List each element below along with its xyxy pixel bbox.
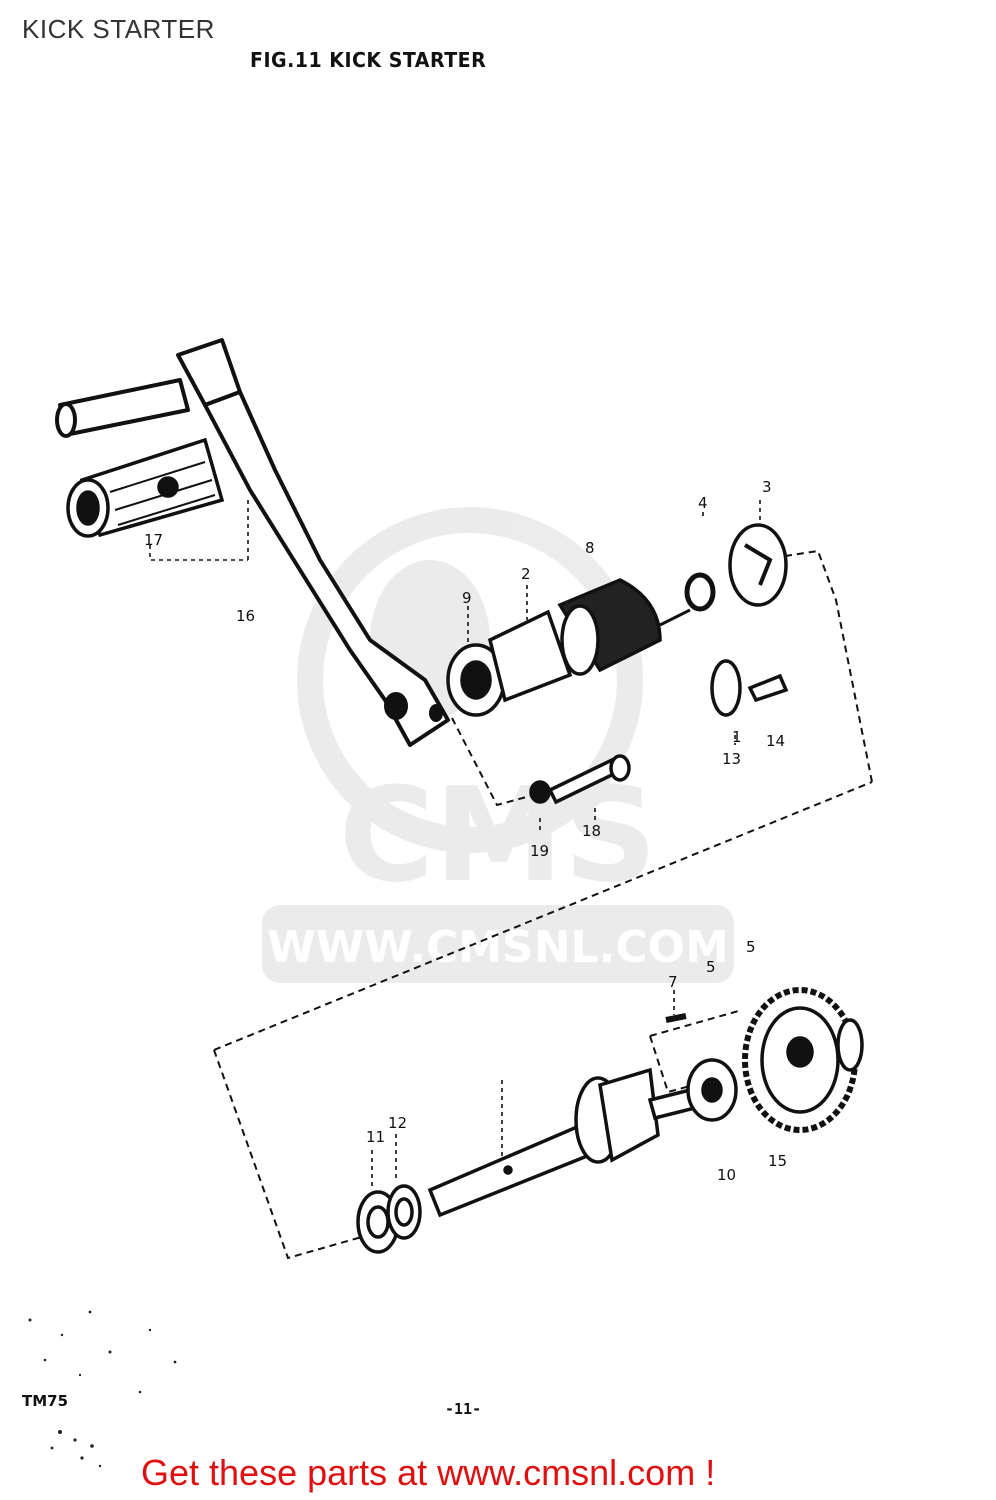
kick-gear-assembly xyxy=(665,987,864,1133)
kick-starter-lever xyxy=(55,338,450,747)
callout-9: 9 xyxy=(462,589,472,607)
stopper-parts xyxy=(684,523,789,717)
watermark-url-text: WWW.CMSNL.COM xyxy=(267,922,729,973)
callout-7: 7 xyxy=(668,973,678,991)
kick-starter-shaft xyxy=(356,1067,698,1254)
page-number: -11- xyxy=(445,1400,482,1418)
figure-title: FIG.11 KICK STARTER xyxy=(250,48,487,72)
callout-19: 19 xyxy=(530,842,549,860)
cms-watermark: CMS WWW.CMSNL.COM xyxy=(262,507,734,983)
callout-16: 16 xyxy=(236,607,255,625)
callout-5-lower: 5 xyxy=(706,958,716,976)
callout-12: 12 xyxy=(388,1114,407,1132)
callout-11: 11 xyxy=(366,1128,385,1146)
callout-17: 17 xyxy=(144,531,163,549)
assembly-outline xyxy=(213,549,873,1260)
callout-18: 18 xyxy=(582,822,601,840)
scan-noise xyxy=(28,1310,177,1468)
callout-10: 10 xyxy=(717,1166,736,1184)
callout-14: 14 xyxy=(766,732,785,750)
callout-2: 2 xyxy=(521,565,531,583)
callout-labels: 3 4 8 2 9 17 16 1 14 13 18 19 5 5 7 11 1… xyxy=(144,478,787,1184)
spring-and-guide-parts xyxy=(446,578,691,717)
kick-rubber-grip xyxy=(66,437,225,538)
page-heading: KICK STARTER xyxy=(22,14,215,44)
callout-13: 13 xyxy=(722,750,741,768)
callout-1: 1 xyxy=(732,728,742,746)
callout-15: 15 xyxy=(768,1152,787,1170)
model-code: TM75 xyxy=(22,1392,69,1410)
callout-5-upper: 5 xyxy=(746,938,756,956)
callout-4: 4 xyxy=(698,494,708,512)
callout-3: 3 xyxy=(762,478,772,496)
footer-parts-link[interactable]: Get these parts at www.cmsnl.com ! xyxy=(141,1452,716,1493)
callout-8: 8 xyxy=(585,539,595,557)
bolt-and-nut xyxy=(529,754,631,805)
watermark-logo-text: CMS xyxy=(339,759,657,911)
